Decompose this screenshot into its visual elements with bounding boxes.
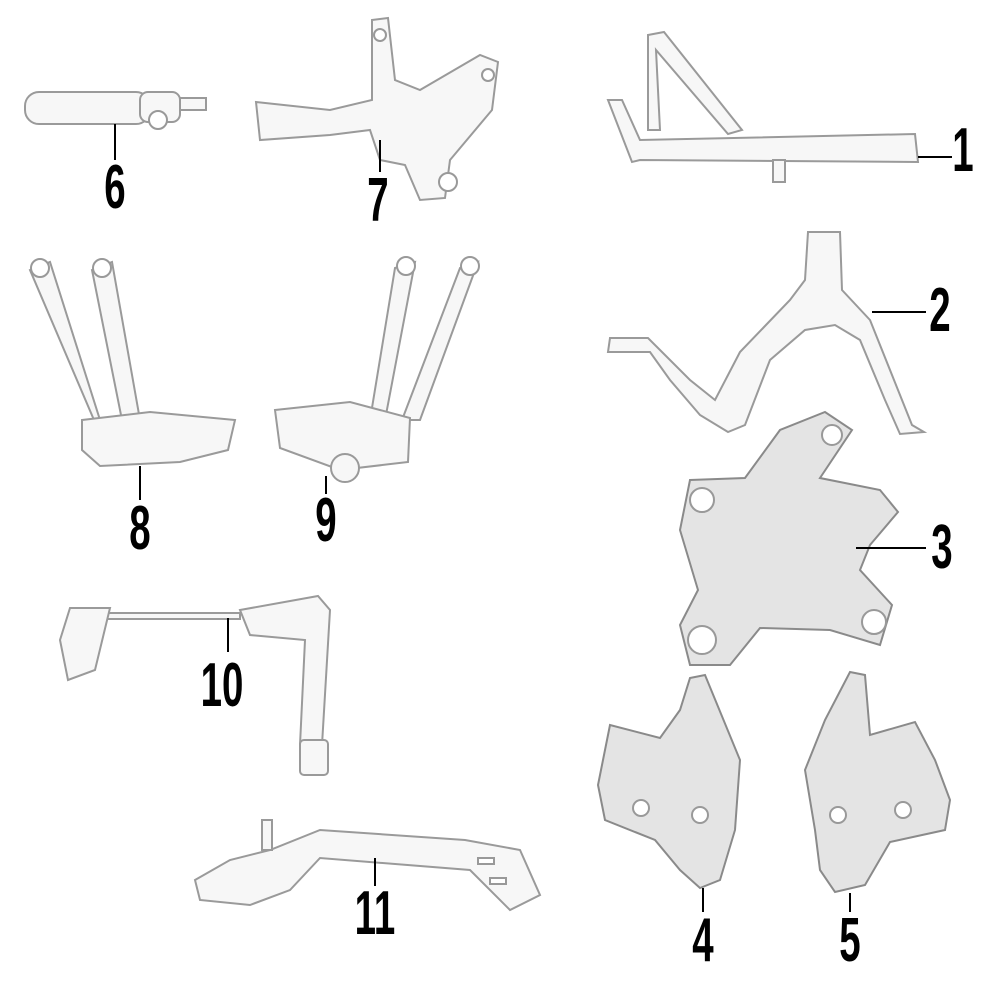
callout-11: 11	[354, 879, 396, 948]
part-8-rear-set-left	[28, 258, 237, 468]
callout-6: 6	[104, 153, 126, 222]
part-2-center-stand	[606, 231, 928, 436]
part-3-bracket-plate	[678, 410, 900, 666]
part-9-rear-set-right	[273, 256, 480, 483]
callout-7: 7	[367, 166, 389, 235]
part-1-side-stand	[606, 30, 920, 183]
callout-3: 3	[931, 513, 953, 582]
part-6-footpeg	[24, 91, 207, 130]
callout-9: 9	[315, 486, 337, 555]
callout-1: 1	[952, 116, 974, 185]
callout-5: 5	[839, 906, 861, 975]
part-11-brake-pedal	[193, 819, 542, 912]
part-10-shift-lever	[58, 594, 332, 776]
part-7-footpeg-bracket	[254, 16, 500, 202]
callout-10: 10	[200, 651, 244, 720]
part-4-heel-guard-left	[596, 673, 742, 890]
callout-8: 8	[129, 494, 151, 563]
callout-4: 4	[692, 906, 714, 975]
part-5-heel-guard-right	[803, 670, 952, 894]
callout-2: 2	[929, 276, 951, 345]
